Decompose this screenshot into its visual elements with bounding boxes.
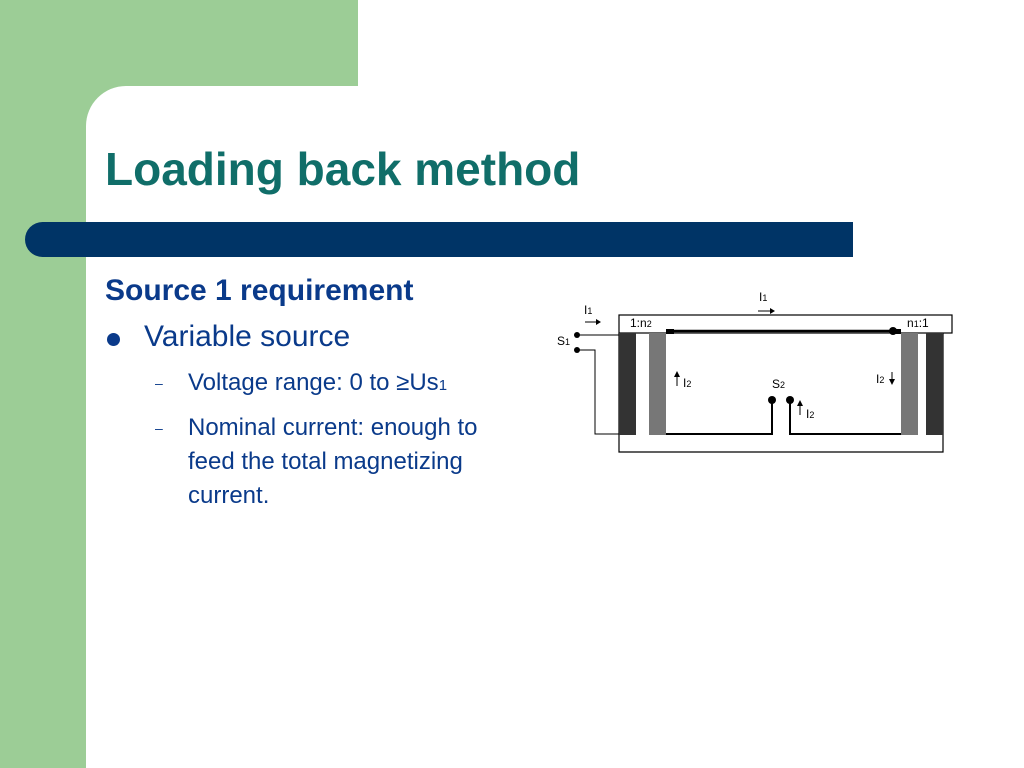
greater-equal-symbol: ≥ — [396, 369, 410, 396]
core-right-inner — [901, 333, 918, 435]
bullet-dot-icon — [107, 333, 120, 346]
voltage-main: Us — [409, 369, 439, 396]
i1-left-arrowhead — [596, 319, 601, 325]
dash-icon: – — [155, 420, 163, 436]
bullet-text: Variable source — [144, 320, 351, 353]
core-left-outer — [619, 333, 636, 435]
ratio-left-label: 1:n2 — [630, 316, 652, 330]
s1-wire-lower — [577, 349, 619, 435]
i2-right-arrowhead — [889, 379, 895, 385]
i1-top-arrowhead — [770, 308, 775, 314]
slide-title: Loading back method — [105, 143, 581, 195]
top-conductor-end-right — [893, 329, 901, 334]
i1-left-label: I1 — [584, 303, 592, 317]
i2-bottom-label: I2 — [806, 407, 814, 421]
title-underline-bar — [25, 222, 853, 257]
slide-body: Source 1 requirement Variable source – V… — [105, 274, 518, 513]
i2-right-label: I2 — [876, 372, 884, 386]
s2-label: S2 — [772, 377, 785, 391]
i2-left-arrowhead — [674, 371, 680, 377]
voltage-subscript: 1 — [438, 377, 448, 394]
dash-icon: – — [155, 375, 163, 391]
current-text: Nominal current: enough to feed the tota… — [188, 414, 478, 509]
i2-left-label: I2 — [683, 376, 691, 390]
core-left-inner — [649, 333, 666, 435]
transformer-circuit-diagram: I1 S1 I1 1:n2 n1:1 I2 S2 I2 I2 — [557, 290, 953, 453]
s2-wire-right — [789, 400, 901, 435]
section-heading: Source 1 requirement — [105, 274, 414, 307]
s2-terminal-right — [786, 396, 794, 404]
i1-top-label: I1 — [759, 290, 767, 304]
ratio-right-label: n1:1 — [907, 316, 929, 330]
core-right-outer — [926, 333, 943, 435]
bullet-item: Variable source — [105, 320, 518, 354]
frame-top-box — [618, 314, 953, 334]
i2-bottom-arrowhead — [797, 400, 803, 406]
sub-bullet-current: – Nominal current: enough to feed the to… — [105, 411, 518, 513]
background-green-strip — [0, 0, 86, 768]
sub-bullet-voltage: – Voltage range: 0 to ≥Us1 — [105, 366, 518, 403]
content-panel — [86, 86, 1024, 768]
voltage-prefix: Voltage range: 0 to — [188, 369, 397, 396]
s1-label: S1 — [557, 334, 570, 348]
top-conductor-end-left — [666, 329, 674, 334]
s2-wire-left — [666, 400, 773, 435]
s2-terminal-left — [768, 396, 776, 404]
